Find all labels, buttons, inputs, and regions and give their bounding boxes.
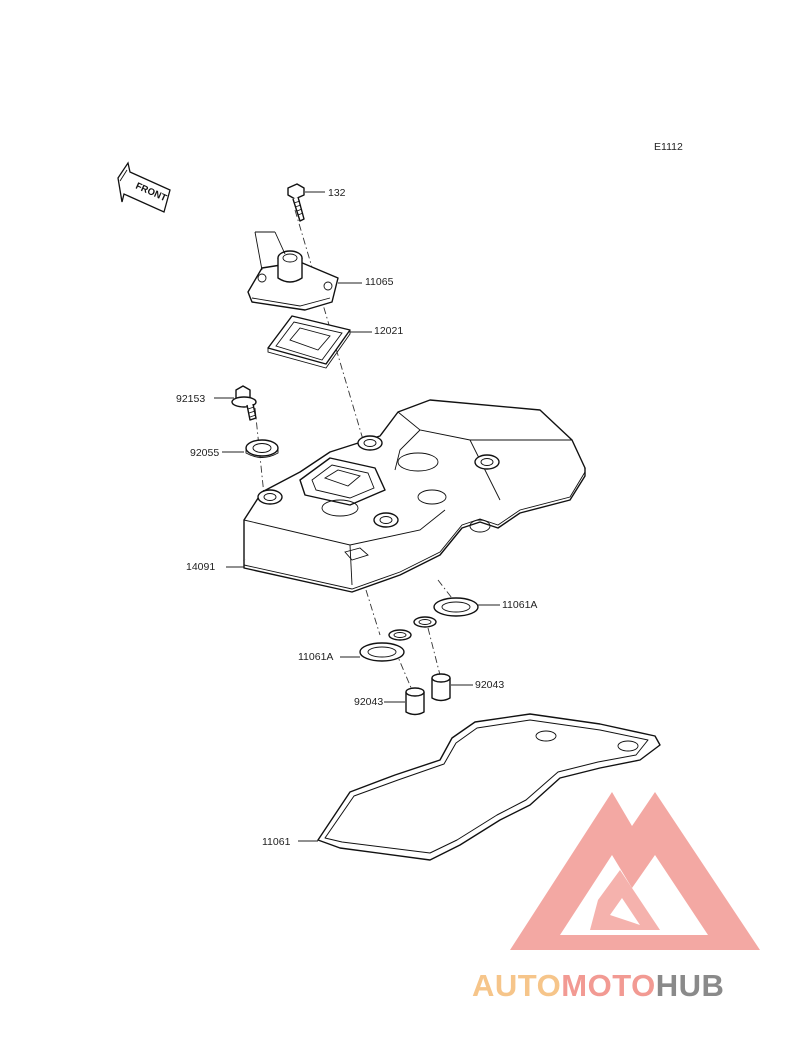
- label-12021: 12021: [374, 325, 403, 337]
- label-14091: 14091: [186, 561, 215, 573]
- part-92153-bolt: [231, 385, 257, 421]
- label-92043-left: 92043: [354, 696, 383, 708]
- label-11061A-left: 11061A: [298, 651, 333, 663]
- part-92043-left-dowel: [405, 687, 425, 716]
- part-92055-grommet: [245, 439, 279, 458]
- label-11061: 11061: [262, 836, 291, 848]
- part-11061A-right-seal: [413, 597, 479, 628]
- label-92043-right: 92043: [475, 679, 504, 691]
- watermark-triangle-icon: [510, 792, 760, 950]
- part-11061-head-cover-gasket: [317, 713, 661, 861]
- ref-code: E1112: [654, 141, 683, 153]
- label-11065: 11065: [365, 276, 394, 288]
- front-arrow-icon: FRONT: [117, 161, 171, 213]
- part-14091-head-cover: [243, 399, 586, 593]
- part-11065-breather-cover: [247, 231, 339, 311]
- part-12021-gasket: [267, 315, 351, 369]
- watermark-hub: HUB: [656, 968, 725, 1003]
- label-132: 132: [328, 187, 346, 199]
- label-92153: 92153: [176, 393, 205, 405]
- label-11061A-right: 11061A: [502, 599, 537, 611]
- watermark-text: AUTOMOTOHUB: [472, 968, 724, 1003]
- watermark-auto: AUTO: [472, 968, 561, 1003]
- axis-line-dowel-right: [427, 627, 441, 676]
- part-132-bolt: [287, 183, 305, 222]
- watermark-logo: [510, 792, 760, 950]
- watermark-moto: MOTO: [561, 968, 655, 1003]
- part-11061A-left-seal: [359, 629, 412, 662]
- axis-line-lower-left: [365, 589, 381, 636]
- part-92043-right-dowel: [431, 673, 451, 702]
- label-92055: 92055: [190, 447, 219, 459]
- axis-line-lower-right: [437, 579, 456, 603]
